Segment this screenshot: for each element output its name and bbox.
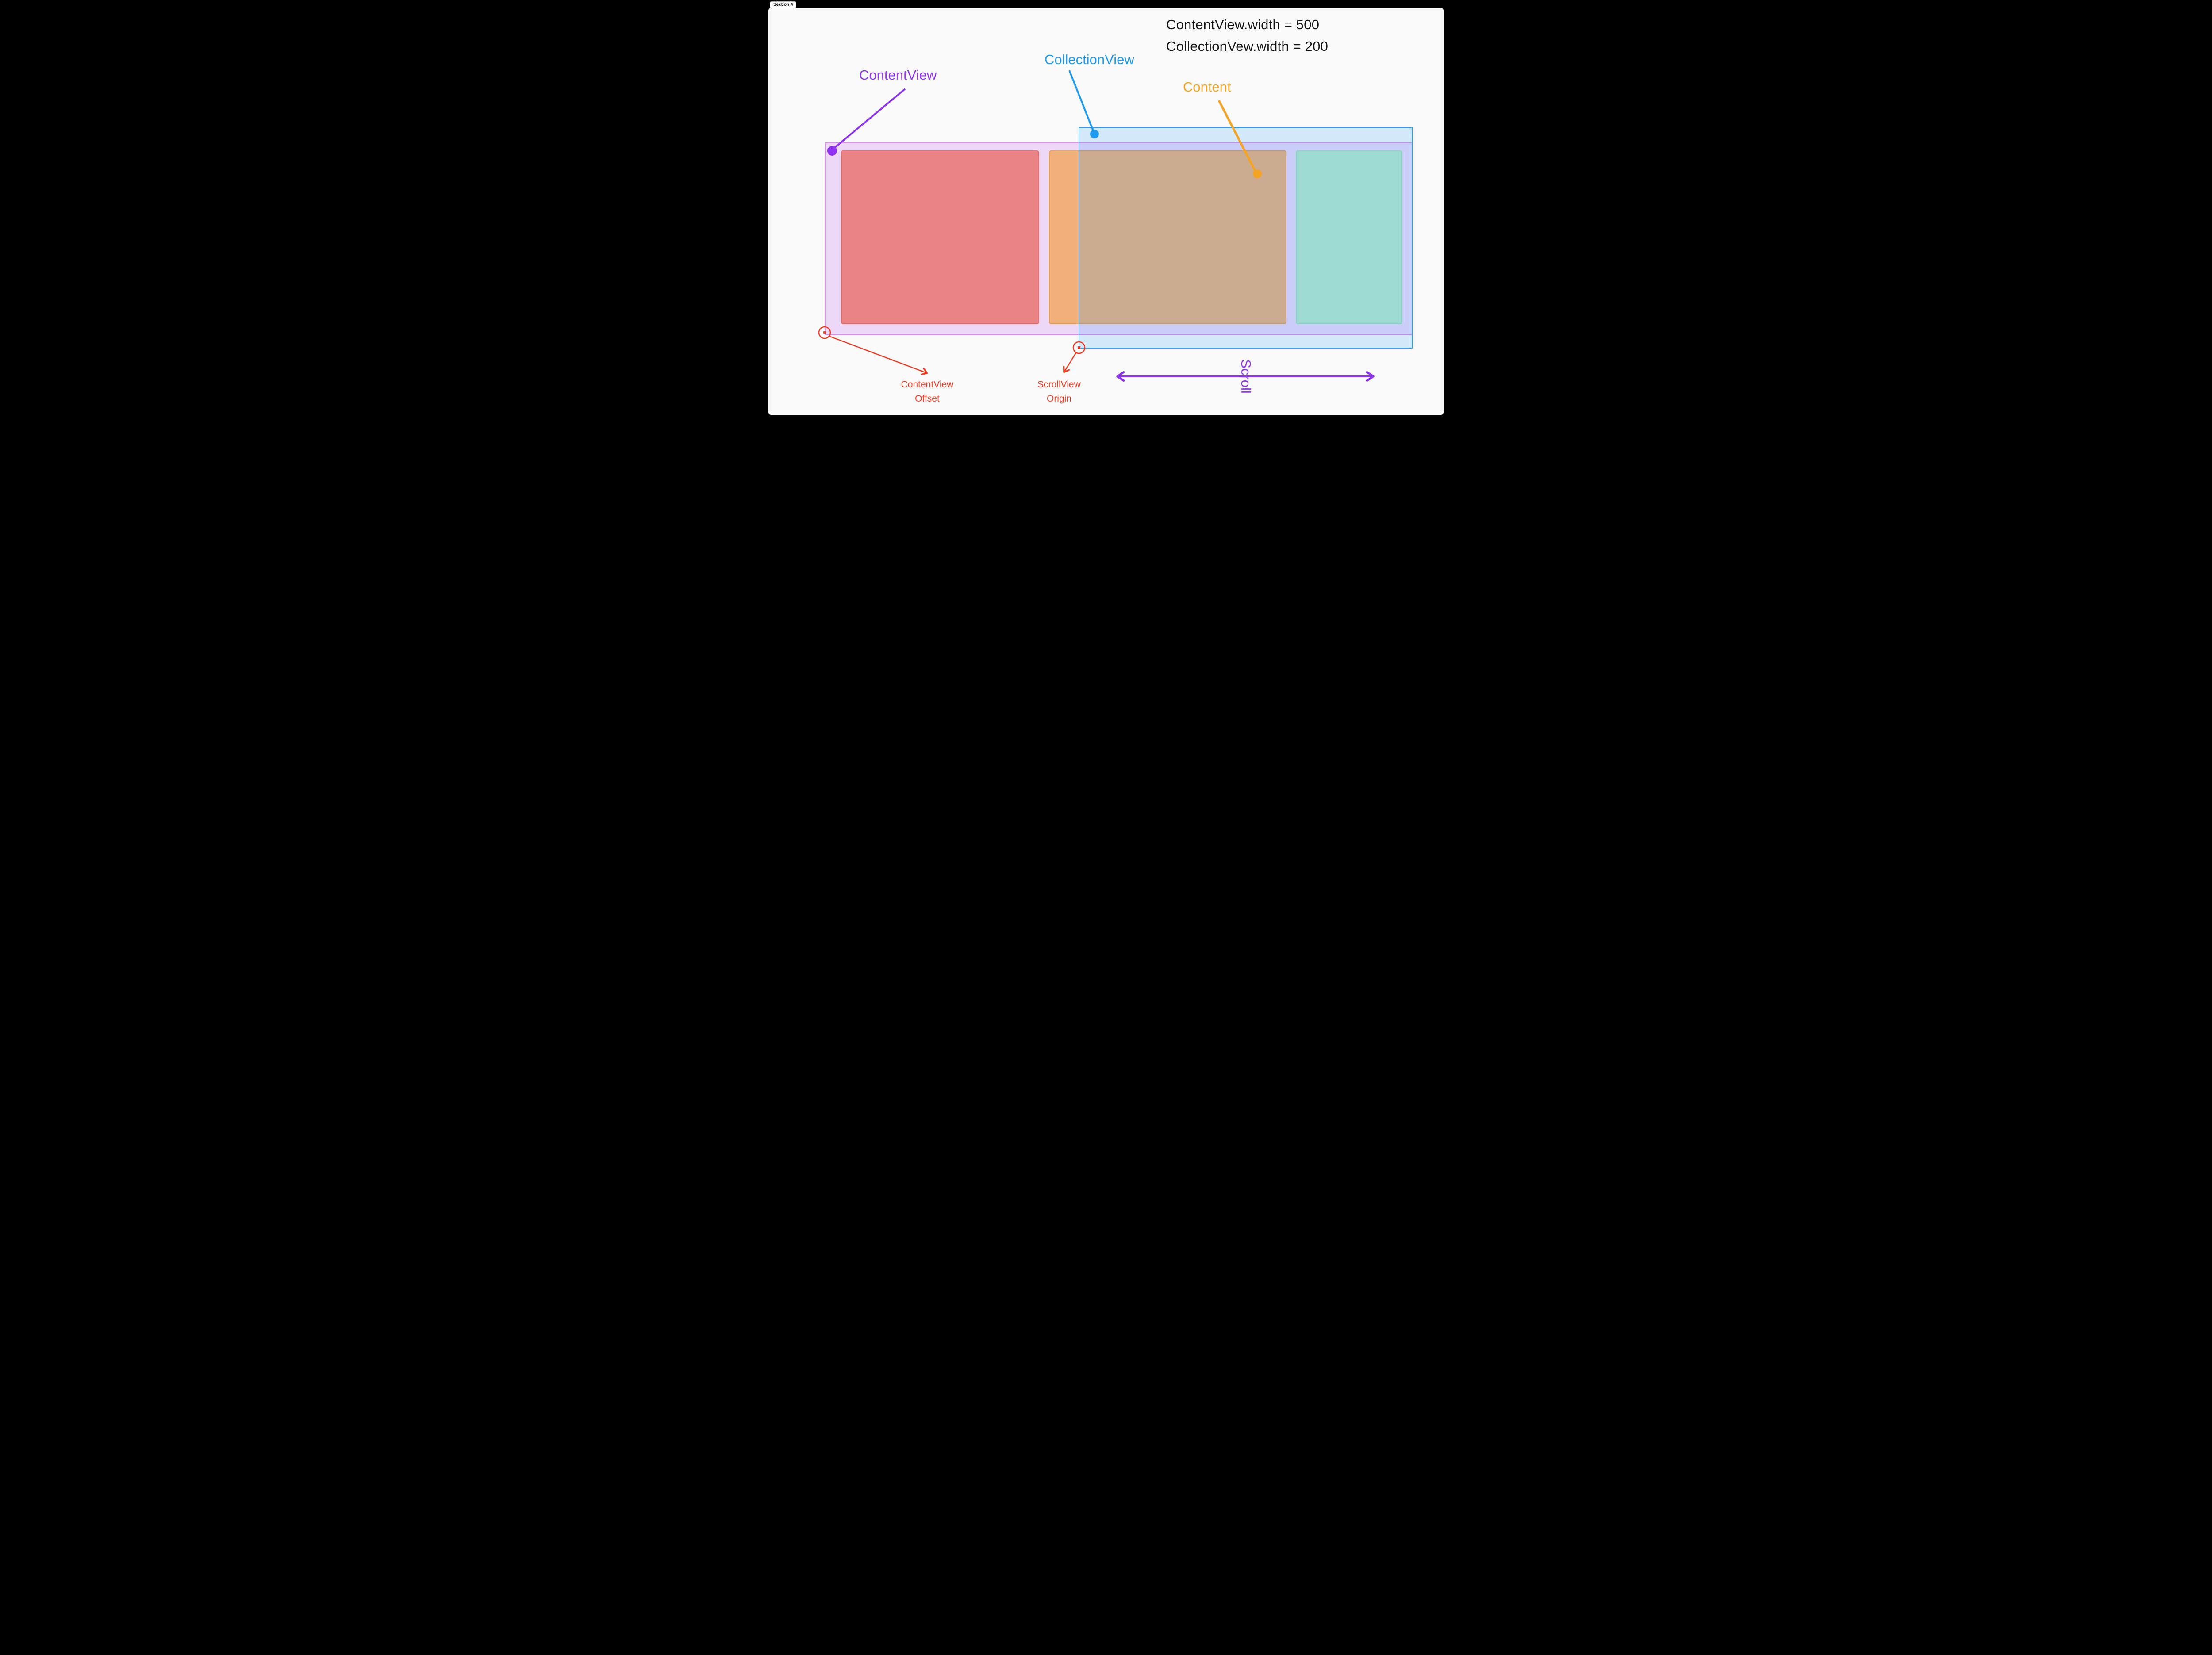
collectionview-label: CollectionView bbox=[1045, 52, 1134, 67]
scrollview-origin-caption-line1: ScrollView bbox=[1037, 379, 1081, 390]
contentview-offset-caption-line1: ContentView bbox=[901, 379, 954, 390]
content-label: Content bbox=[1183, 79, 1231, 95]
scrollview-origin-caption: ScrollView Origin bbox=[1019, 378, 1099, 406]
scrollview-origin-caption-line2: Origin bbox=[1046, 394, 1072, 404]
contentview-offset-caption: ContentView Offset bbox=[887, 378, 967, 406]
contentview-offset-caption-line2: Offset bbox=[915, 394, 940, 404]
scroll-label: Scroll bbox=[1238, 359, 1254, 394]
contentview-label: ContentView bbox=[859, 67, 937, 83]
presentation-frame: Section 4 bbox=[759, 0, 1453, 425]
cell-red bbox=[841, 150, 1039, 324]
section-badge[interactable]: Section 4 bbox=[770, 1, 797, 8]
collectionview-width-equation: CollectionVew.width = 200 bbox=[1166, 38, 1329, 54]
collectionview-rect bbox=[1079, 127, 1413, 349]
cell-green bbox=[1296, 150, 1402, 324]
contentview-width-equation: ContentView.width = 500 bbox=[1166, 17, 1320, 32]
cell-orange-content bbox=[1049, 150, 1286, 324]
